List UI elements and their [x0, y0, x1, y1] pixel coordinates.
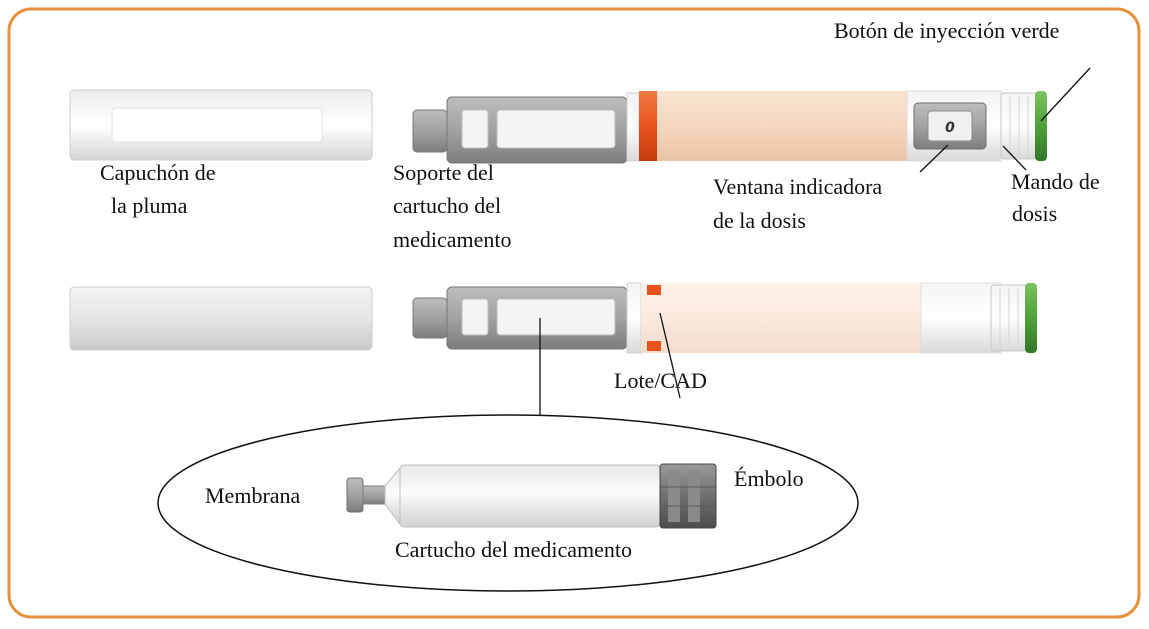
pen-body-bottom — [641, 283, 921, 353]
top-pen — [69, 89, 1047, 164]
label-lot-exp: Lote/CAD — [614, 368, 707, 393]
cartridge-callout-ellipse — [157, 414, 859, 592]
label-plunger: Émbolo — [734, 466, 804, 491]
green-injection-button-bottom — [1025, 283, 1037, 353]
label-pen-cap-line2: la pluma — [111, 193, 188, 218]
label-cartridge-holder-line1: Soporte del — [393, 160, 494, 185]
label-pen-cap-line1: Capuchón de — [100, 160, 216, 185]
label-injection-button: Botón de inyección verde — [834, 18, 1060, 43]
lot-mark-top — [647, 285, 661, 295]
label-membrane: Membrana — [205, 483, 301, 508]
dose-window — [913, 102, 987, 150]
cartridge-glass — [399, 464, 661, 528]
lot-mark-bottom — [647, 341, 661, 351]
dose-display-digit: 0 — [945, 120, 955, 136]
label-dose-window-line2: de la dosis — [713, 208, 806, 233]
pen-cap-top — [69, 89, 373, 161]
orange-band-top — [639, 91, 657, 161]
pen-cap-bottom — [69, 286, 373, 351]
label-cartridge: Cartucho del medicamento — [395, 537, 633, 562]
leader-lines — [539, 67, 1091, 415]
label-dose-knob-line2: dosis — [1012, 201, 1058, 226]
green-injection-button-top — [1035, 91, 1047, 161]
pen-body-top — [657, 91, 907, 161]
membrane-cap — [346, 477, 364, 513]
plunger — [659, 463, 717, 529]
cartridge-holder-bottom — [412, 286, 628, 350]
label-dose-window-line1: Ventana indicadora — [713, 174, 883, 199]
cartridge-detail — [346, 463, 717, 529]
dose-knob-bottom — [990, 284, 1028, 352]
label-cartridge-holder-line2: cartucho del — [393, 193, 502, 218]
label-dose-knob-line1: Mando de — [1011, 169, 1100, 194]
bottom-pen — [69, 282, 1037, 354]
label-cartridge-holder-line3: medicamento — [393, 227, 512, 252]
